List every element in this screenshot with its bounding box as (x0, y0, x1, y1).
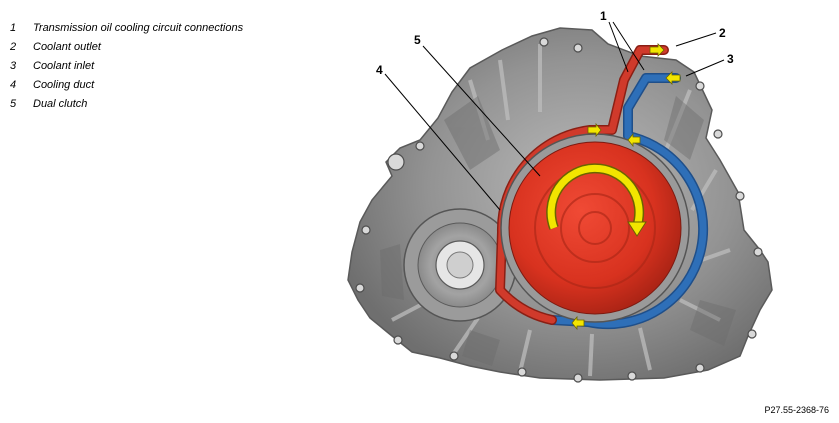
legend-number: 1 (10, 22, 17, 34)
legend-label: Coolant outlet (33, 41, 101, 53)
leader-line-5 (422, 45, 541, 177)
legend-item: 5 Dual clutch (10, 97, 243, 116)
bolt-hole (449, 351, 459, 361)
legend-item: 3 Coolant inlet (10, 59, 243, 78)
bolt-hole (695, 81, 705, 91)
rotation-arrowhead (627, 221, 647, 237)
leader-line-3 (685, 59, 725, 77)
bolt-hole (517, 367, 527, 377)
bolt-hole (539, 37, 549, 47)
bolt-hole (355, 283, 365, 293)
output-flange (403, 208, 517, 322)
legend-number: 5 (10, 98, 17, 110)
callout-2: 2 (719, 26, 726, 40)
leader-line-4 (384, 73, 501, 211)
leader-lines (384, 21, 725, 211)
flow-arrow-outlet (649, 43, 665, 57)
flow-arrow-inlet (665, 71, 681, 85)
legend-number: 4 (10, 79, 17, 91)
bolt-hole (387, 153, 405, 171)
flow-arrow-bottom (571, 315, 585, 331)
bolt-hole (747, 329, 757, 339)
callout-3: 3 (727, 52, 734, 66)
flow-arrow-outlet-bend (587, 122, 602, 138)
leader-line-2 (675, 32, 717, 47)
legend-item: 4 Cooling duct (10, 78, 243, 97)
bolt-hole (415, 141, 425, 151)
legend-label: Coolant inlet (33, 60, 95, 72)
leader-line-1a (608, 21, 629, 73)
bolt-hole (713, 129, 723, 139)
legend-number: 3 (10, 60, 17, 72)
leader-line-1b (612, 21, 645, 71)
bolt-hole (573, 43, 583, 53)
legend-item: 2 Coolant outlet (10, 40, 243, 59)
bolt-hole (695, 363, 705, 373)
housing-shading (380, 96, 736, 366)
bolt-hole (393, 335, 403, 345)
mounting-bolts (355, 37, 763, 383)
bolt-hole (627, 371, 637, 381)
flow-arrow-inlet-bend (627, 132, 641, 148)
legend-number: 2 (10, 41, 17, 53)
callout-5: 5 (414, 33, 421, 47)
callout-1: 1 (600, 9, 607, 23)
bolt-hole (735, 191, 745, 201)
figure-id: P27.55-2368-76 (764, 405, 829, 415)
flow-arrows (571, 43, 681, 331)
legend-list: 1 Transmission oil cooling circuit connec… (10, 21, 243, 116)
bolt-hole (361, 225, 371, 235)
legend-label: Cooling duct (33, 79, 95, 91)
legend-label: Transmission oil cooling circuit connect… (33, 22, 244, 34)
legend-item: 1 Transmission oil cooling circuit connec… (10, 21, 243, 40)
bolt-hole (573, 373, 583, 383)
callout-4: 4 (376, 63, 383, 77)
legend-label: Dual clutch (33, 98, 88, 110)
bolt-hole (753, 247, 763, 257)
